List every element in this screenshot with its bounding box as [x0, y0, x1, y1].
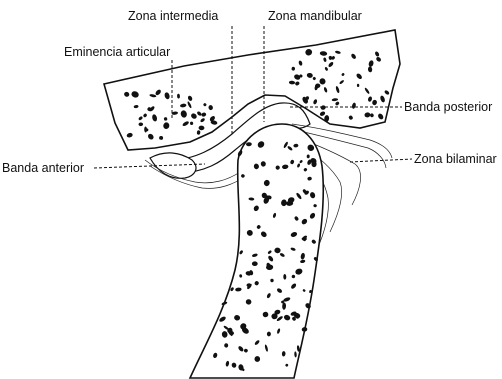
label-eminencia-articular: Eminencia articular — [64, 45, 170, 59]
label-banda-anterior: Banda anterior — [2, 161, 84, 175]
leader-zona-bilaminar — [350, 159, 412, 162]
marrow-hole — [145, 128, 148, 131]
label-banda-posterior: Banda posterior — [404, 100, 492, 114]
label-zona-intermedia: Zona intermedia — [128, 9, 218, 23]
marrow-hole — [252, 261, 258, 266]
label-zona-bilaminar: Zona bilaminar — [414, 152, 497, 166]
label-zona-mandibular: Zona mandibular — [268, 9, 362, 23]
